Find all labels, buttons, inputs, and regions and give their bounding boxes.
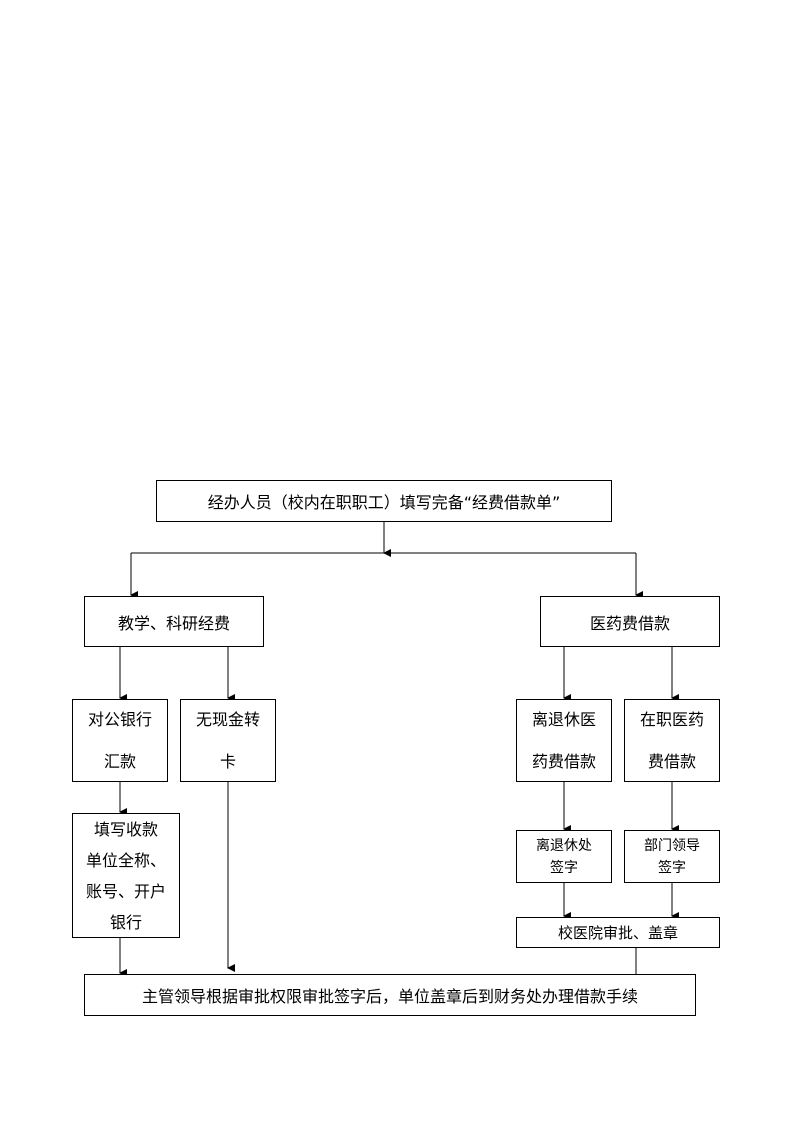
fill-info-box: 填写收款 单位全称、 账号、开户 银行: [72, 813, 180, 938]
hospital-approve-box: 校医院审批、盖章: [516, 917, 720, 948]
retired-medical-line-2: 药费借款: [531, 751, 596, 771]
public-bank-box: 对公银行 汇款: [72, 699, 168, 782]
teaching-research-box: 教学、科研经费: [84, 596, 264, 647]
active-medical-line-1: 在职医药: [639, 709, 704, 729]
public-bank-line-2: 汇款: [103, 751, 136, 771]
fill-info-line-1: 填写收款: [93, 819, 158, 839]
dept-leader-sign-line-2: 签字: [658, 859, 686, 876]
retired-medical-box: 离退休医 药费借款: [516, 699, 612, 782]
retired-office-sign-line-1: 离退休处: [536, 837, 592, 854]
no-cash-line-1: 无现金转: [195, 709, 260, 729]
active-medical-line-2: 费借款: [647, 751, 696, 771]
dept-leader-sign-line-1: 部门领导: [644, 837, 700, 854]
retired-office-sign-line-2: 签字: [550, 859, 578, 876]
medical-loan-box: 医药费借款: [540, 596, 720, 647]
active-medical-box: 在职医药 费借款: [624, 699, 720, 782]
retired-medical-line-1: 离退休医: [531, 709, 596, 729]
final-box: 主管领导根据审批权限审批签字后，单位盖章后到财务处办理借款手续: [84, 974, 696, 1016]
fill-info-line-2: 单位全称、: [85, 850, 166, 870]
fill-info-line-3: 账号、开户: [85, 881, 166, 901]
dept-leader-sign-box: 部门领导 签字: [624, 830, 720, 883]
public-bank-line-1: 对公银行: [87, 709, 152, 729]
no-cash-line-2: 卡: [219, 751, 236, 771]
teaching-research-label: 教学、科研经费: [117, 613, 230, 633]
no-cash-box: 无现金转 卡: [180, 699, 276, 782]
retired-office-sign-box: 离退休处 签字: [516, 830, 612, 883]
hospital-approve-label: 校医院审批、盖章: [557, 924, 678, 942]
medical-loan-label: 医药费借款: [589, 613, 670, 633]
start-box-label: 经办人员（校内在职职工）填写完备“经费借款单”: [207, 493, 561, 512]
start-box: 经办人员（校内在职职工）填写完备“经费借款单”: [156, 480, 612, 522]
fill-info-line-4: 银行: [109, 912, 142, 932]
final-box-label: 主管领导根据审批权限审批签字后，单位盖章后到财务处办理借款手续: [141, 987, 638, 1006]
